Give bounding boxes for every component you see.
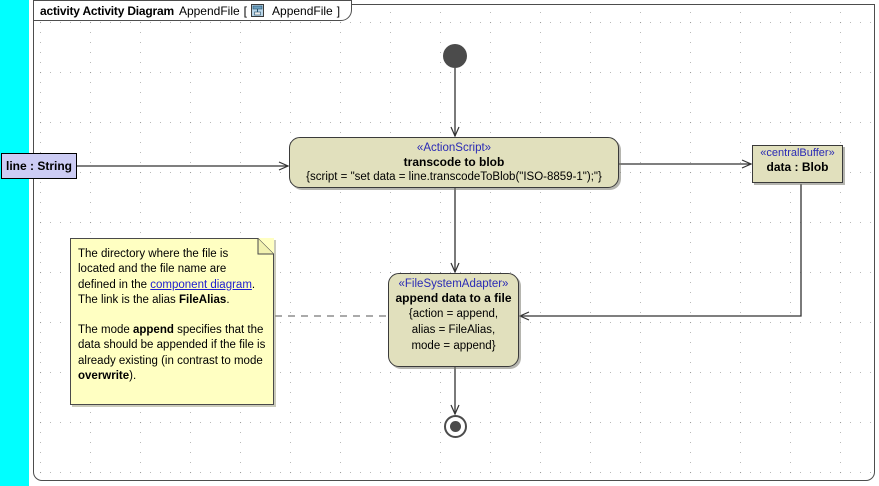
note-p1-bold-filealias: FileAlias [179, 293, 227, 306]
left-margin-strip [0, 0, 29, 486]
note-p2-bold-append: append [132, 324, 174, 337]
note-paragraph-2: The mode append specifies that the data … [78, 323, 266, 384]
frame-name: AppendFile [178, 3, 240, 18]
frame-keyword: activity Activity Diagram [40, 3, 174, 18]
frame-bracket-close: ] [336, 3, 341, 18]
action-node-transcode-to-blob[interactable]: «ActionScript» transcode to blob {script… [289, 137, 619, 188]
activity-diagram-icon [251, 4, 265, 17]
initial-node[interactable] [443, 44, 467, 68]
frame-ref-name: AppendFile [272, 3, 333, 18]
stereotype-actionscript: «ActionScript» [416, 142, 492, 154]
note-p2-a: The mode [78, 324, 133, 337]
stereotype-filesystemadapter: «FileSystemAdapter» [398, 278, 509, 290]
frame-bracket-open: [ [243, 3, 248, 18]
pin-label: line : String [6, 159, 72, 173]
note-p1-c: . [226, 293, 230, 306]
frame-title-tab[interactable]: activity Activity Diagram AppendFile [ A… [33, 0, 353, 21]
action-node-append-data-to-a-file[interactable]: «FileSystemAdapter» append data to a fil… [388, 273, 519, 367]
node-body-transcode: {script = "set data = line.transcodeToBl… [306, 171, 602, 183]
central-buffer-node-data-blob[interactable]: «centralBuffer» data : Blob [752, 145, 843, 183]
note-p2-c: ). [129, 370, 137, 383]
note-text: The directory where the file is located … [70, 238, 274, 384]
node-title-transcode: transcode to blob [403, 155, 505, 169]
note-paragraph-1: The directory where the file is located … [78, 247, 266, 308]
node-body-append-line2: alias = FileAlias, [411, 324, 496, 336]
node-body-append-line3: mode = append} [411, 340, 496, 352]
node-body-append-line1: {action = append, [408, 308, 499, 320]
note-comment[interactable]: The directory where the file is located … [70, 238, 274, 405]
activity-final-node[interactable] [444, 415, 467, 438]
activity-parameter-node-line-string[interactable]: line : String [1, 153, 77, 179]
node-title-append: append data to a file [395, 291, 512, 305]
node-title-buffer: data : Blob [766, 160, 829, 174]
note-p2-bold-overwrite: overwrite [78, 370, 130, 383]
stereotype-centralbuffer: «centralBuffer» [760, 147, 835, 159]
note-link-component-diagram[interactable]: component diagram [150, 278, 252, 291]
